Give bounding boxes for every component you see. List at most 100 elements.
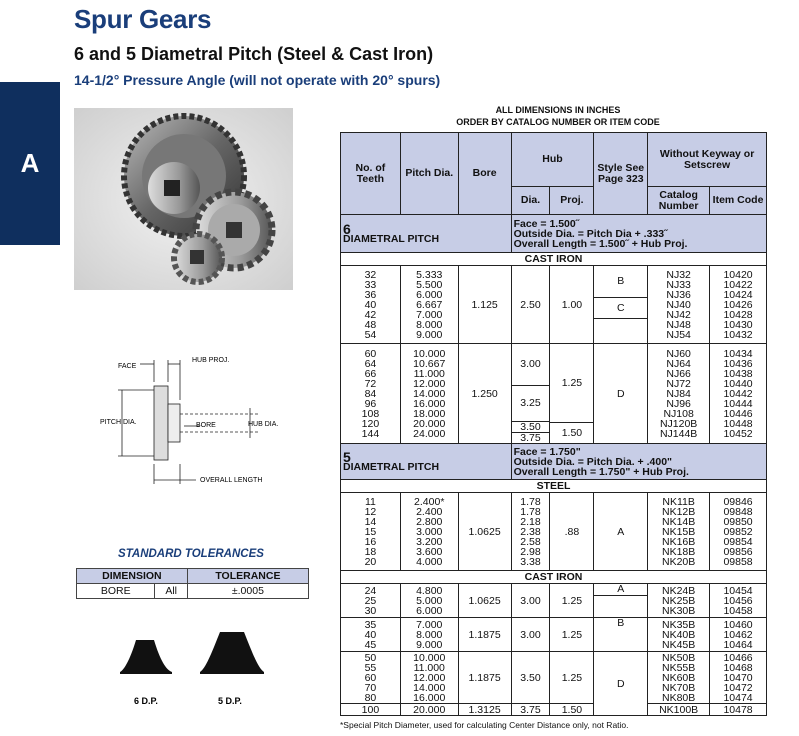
teeth-value: 100	[340, 703, 401, 716]
bore-value: 1.0625	[457, 492, 512, 571]
cell-value: NK24B	[662, 584, 696, 597]
cell-value: 1.78	[520, 495, 541, 508]
cell-value: 10466	[723, 651, 753, 664]
bore-value: 1.0625	[457, 583, 512, 618]
bore-value: 1.125	[457, 265, 512, 344]
cell-value: NJ120B	[659, 417, 698, 430]
cell-value: 14.000	[413, 681, 446, 694]
cell-value: 6.667	[416, 298, 443, 311]
cell-value: NJ108	[663, 407, 694, 420]
cell-value: 8.000	[416, 318, 443, 331]
hub-proj-value: 1.25	[549, 651, 595, 704]
cell-value: NJ144B	[659, 427, 698, 440]
col-hub-proj: Proj.	[549, 186, 595, 215]
section5-name: DIAMETRAL PITCH	[343, 460, 440, 473]
cell-value: 09846	[723, 495, 753, 508]
col-pitch-dia: Pitch Dia.	[399, 132, 459, 215]
col-hub: Hub	[510, 132, 595, 187]
cell-value: 09852	[723, 525, 753, 538]
diagram-bore-label: BORE	[196, 422, 216, 429]
cell-value: NJ64	[666, 357, 691, 370]
cell-value: 10458	[723, 604, 753, 617]
cell-value: 6.000	[416, 604, 443, 617]
hub-dia-value: 3.75	[510, 703, 551, 716]
cell-value: 16	[364, 535, 377, 548]
cell-value: 10440	[723, 377, 753, 390]
section5-number: 5	[343, 448, 351, 465]
bore-value: 1.3125	[457, 703, 512, 716]
style-value: A	[593, 492, 649, 571]
section6-face: Face = 1.500˝	[513, 217, 580, 230]
cell-value: 10434	[723, 347, 753, 360]
style-value: B	[593, 617, 649, 652]
cell-value: 10.667	[413, 357, 446, 370]
cell-value: 45	[364, 638, 377, 651]
cell-value: NK11B	[662, 495, 695, 508]
cell-value: 10472	[723, 681, 753, 694]
cell-value: 24	[364, 584, 377, 597]
hub-dia-value: 3.50	[511, 422, 550, 433]
cell-value: 25	[364, 594, 377, 607]
gear-photo	[74, 108, 293, 290]
cell-value: 10420	[723, 268, 753, 281]
cell-value: 108	[361, 407, 380, 420]
tooth-profile-5dp	[200, 632, 264, 674]
cell-value: 3.600	[416, 545, 443, 558]
cell-value: 40	[364, 628, 377, 641]
material-label: CAST IRON	[340, 252, 767, 266]
cell-value: 72	[364, 377, 377, 390]
cell-value: 64	[364, 357, 377, 370]
cell-value: NJ32	[666, 268, 691, 281]
style-value: D	[593, 651, 649, 716]
hub-dia-value: 3.00	[511, 344, 550, 386]
cell-value: NJ42	[666, 308, 691, 321]
cell-value: 10428	[723, 308, 753, 321]
tolerances-title: STANDARD TOLERANCES	[118, 548, 264, 560]
cell-value: 09854	[723, 535, 753, 548]
cell-value: NJ66	[666, 367, 691, 380]
cell-value: 16.000	[413, 397, 446, 410]
tol-applies: All	[154, 583, 188, 599]
cell-value: 12	[364, 505, 377, 518]
cell-value: NJ60	[666, 347, 691, 360]
hub-dia-value: 3.50	[510, 651, 551, 704]
catalog-value: NK100B	[647, 703, 711, 716]
cell-value: 40	[364, 298, 377, 311]
cell-value: NJ33	[666, 278, 691, 291]
hub-dia-value: 3.75	[520, 432, 541, 444]
cell-value: 33	[364, 278, 377, 291]
cell-value: 60	[364, 671, 377, 684]
hub-proj-value: 1.25	[549, 583, 595, 618]
style-value: B	[594, 266, 648, 298]
cell-value: 60	[364, 347, 377, 360]
cell-value: 16.000	[413, 691, 446, 704]
cell-value: 11.000	[413, 367, 445, 380]
tol-header-tolerance: TOLERANCE	[186, 568, 310, 584]
cell-value: 10436	[723, 357, 753, 370]
cell-value: 09850	[723, 515, 753, 528]
cell-value: 10448	[723, 417, 753, 430]
cell-value: NK50B	[662, 651, 696, 664]
cell-value: 14.000	[413, 387, 446, 400]
diagram-hub-dia-label: HUB DIA.	[248, 421, 278, 428]
cell-value: 3.200	[416, 535, 443, 548]
col-without-keyway: Without Keyway or Setscrew	[647, 132, 767, 187]
col-style: Style See Page 323	[593, 132, 649, 215]
hub-proj-value: 1.50	[561, 427, 583, 439]
tooth-profile-6dp	[120, 640, 172, 674]
footnote: *Special Pitch Diameter, used for calcul…	[340, 720, 629, 730]
diagram-overall-label: OVERALL LENGTH	[200, 477, 262, 484]
cell-value: 3.000	[416, 525, 443, 538]
cell-value: 11	[364, 495, 376, 508]
